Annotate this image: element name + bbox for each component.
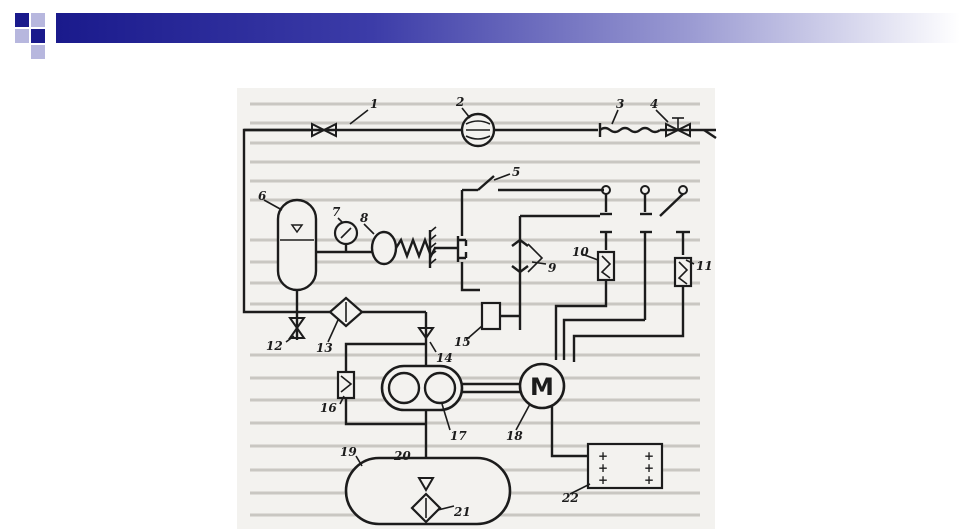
pressure-gauge-7	[333, 220, 359, 252]
label-5: 5	[512, 165, 520, 179]
filter-13	[328, 296, 364, 328]
label-16: 16	[320, 401, 337, 415]
component-labels: 1 2 3 4 5 6 7 8 9 10 11 12 13 14 15 16 1…	[258, 95, 713, 519]
contactor	[600, 212, 690, 320]
label-1: 1	[370, 97, 378, 111]
switch-5	[460, 175, 604, 236]
label-20: 20	[393, 449, 411, 463]
title-square-dark	[31, 29, 45, 43]
control-wire	[460, 262, 480, 292]
drain-valve-12	[288, 317, 306, 339]
label-15: 15	[454, 335, 471, 349]
pipe-end	[703, 129, 717, 139]
panel-sign: +	[644, 449, 654, 463]
label-3: 3	[616, 97, 624, 111]
label-14: 14	[436, 351, 453, 365]
panel-sign: +	[598, 473, 608, 487]
label-18: 18	[506, 429, 523, 443]
label-9: 9	[548, 261, 557, 275]
check-valve-14	[417, 312, 435, 370]
label-2: 2	[455, 95, 464, 109]
slide-title-bar	[0, 0, 960, 60]
title-square-light	[15, 29, 29, 43]
compressor-17	[380, 364, 464, 412]
label-17: 17	[450, 429, 467, 443]
phase-line-c	[659, 193, 684, 217]
title-gradient-bar	[56, 13, 960, 43]
thermal-relay-11	[673, 256, 693, 288]
motor-18: M	[518, 362, 566, 410]
motor-wire-1	[554, 280, 608, 360]
label-19: 19	[340, 445, 357, 459]
cooler-16	[336, 370, 356, 400]
relay-15	[480, 301, 502, 331]
label-4: 4	[650, 97, 658, 111]
label-10: 10	[572, 245, 589, 259]
filter-21	[410, 492, 442, 524]
panel-sign: +	[598, 461, 608, 475]
flow-meter-2	[460, 112, 496, 148]
label-6: 6	[258, 189, 267, 203]
motor-to-panel	[550, 406, 588, 458]
motor-symbol: M	[530, 373, 554, 401]
valve-1	[311, 122, 337, 138]
label-22: 22	[561, 491, 579, 505]
title-square-dark	[15, 13, 29, 27]
motor-wire-3	[572, 286, 685, 362]
motor-wire-2	[562, 318, 645, 360]
label-7: 7	[332, 205, 341, 219]
flexible-hose	[599, 126, 661, 134]
label-13: 13	[316, 341, 333, 355]
air-receiver-6	[276, 198, 318, 292]
pressure-switch-8	[370, 226, 437, 268]
panel-sign: +	[644, 461, 654, 475]
label-21: 21	[453, 505, 471, 519]
switch-contact	[456, 236, 468, 262]
thermal-relay-10	[596, 250, 616, 282]
label-12: 12	[266, 339, 283, 353]
terminals	[601, 185, 688, 195]
label-8: 8	[360, 211, 369, 225]
storage-tank-19	[344, 456, 512, 526]
leader-lines	[263, 107, 695, 511]
title-square-light	[31, 45, 45, 59]
heater-9	[511, 214, 600, 312]
control-panel-22: + + + + + +	[586, 442, 664, 490]
valve-4	[665, 117, 691, 138]
panel-sign: +	[598, 449, 608, 463]
title-square-light	[31, 13, 45, 27]
panel-sign: +	[644, 473, 654, 487]
label-11: 11	[696, 259, 713, 273]
